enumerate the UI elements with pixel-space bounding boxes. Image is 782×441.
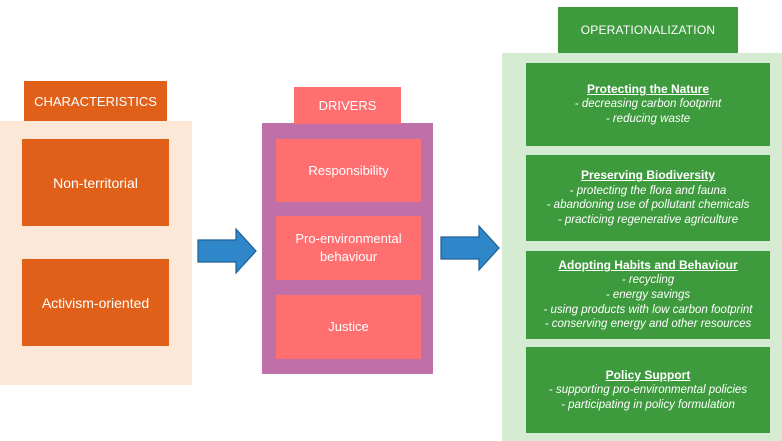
group-item: - energy savings <box>605 288 691 301</box>
operationalization-group: Policy Support - supporting pro-environm… <box>526 347 770 433</box>
operationalization-header: OPERATIONALIZATION <box>558 7 738 53</box>
group-item: - conserving energy and other resources <box>544 318 752 331</box>
group-item: - supporting pro-environmental policies <box>548 383 748 396</box>
group-item: - abandoning use of pollutant chemicals <box>546 199 750 212</box>
arrow-right-icon <box>440 224 500 272</box>
group-item: - using products with low carbon footpri… <box>543 303 753 316</box>
group-item: - protecting the flora and fauna <box>569 184 727 197</box>
group-item: - recycling <box>621 274 675 287</box>
group-item: - participating in policy formulation <box>561 398 735 411</box>
drivers-header: DRIVERS <box>294 87 401 124</box>
group-item: - reducing waste <box>605 113 691 126</box>
group-title: Protecting the Nature <box>586 82 709 97</box>
group-title: Preserving Biodiversity <box>580 168 716 183</box>
group-item: - practicing regenerative agriculture <box>557 214 739 227</box>
group-title: Policy Support <box>605 367 691 382</box>
group-item: - decreasing carbon footprint <box>574 98 722 111</box>
operationalization-group: Preserving Biodiversity - protecting the… <box>526 155 770 241</box>
characteristic-box: Activism-oriented <box>22 259 169 346</box>
driver-box: Pro-environmental behaviour <box>276 216 421 280</box>
arrow-right-icon <box>197 227 257 275</box>
operationalization-group: Protecting the Nature - decreasing carbo… <box>526 63 770 146</box>
characteristic-box: Non-territorial <box>22 139 169 226</box>
driver-box: Justice <box>276 295 421 359</box>
characteristics-header: CHARACTERISTICS <box>24 81 167 121</box>
operationalization-group: Adopting Habits and Behaviour - recyclin… <box>526 251 770 339</box>
driver-box: Responsibility <box>276 139 421 202</box>
group-title: Adopting Habits and Behaviour <box>558 257 738 272</box>
